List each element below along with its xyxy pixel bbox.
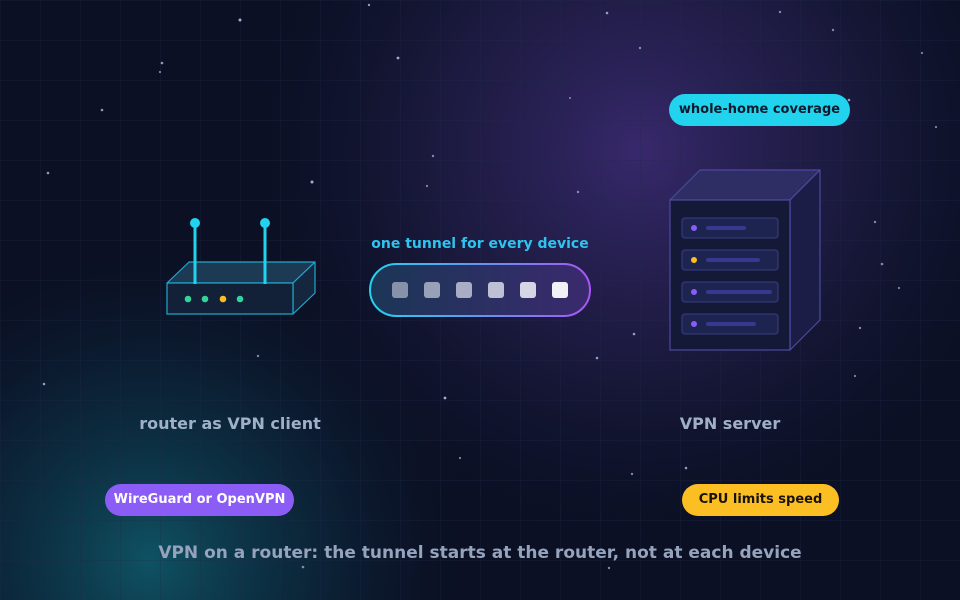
vpn-tunnel	[369, 263, 591, 317]
router-label: router as VPN client	[139, 414, 321, 433]
tunnel-caption: one tunnel for every device	[371, 236, 589, 252]
badge-wireguard-openvpn: WireGuard or OpenVPN	[105, 484, 294, 516]
server-label: VPN server	[679, 414, 781, 433]
server-icon	[669, 169, 821, 351]
stars	[42, 3, 938, 570]
badge-whole-home-coverage: whole-home coverage	[669, 94, 850, 126]
diagram-caption: VPN on a router: the tunnel starts at th…	[158, 543, 802, 563]
router-icon	[166, 218, 316, 315]
badge-cpu-limits-speed: CPU limits speed	[682, 484, 839, 516]
